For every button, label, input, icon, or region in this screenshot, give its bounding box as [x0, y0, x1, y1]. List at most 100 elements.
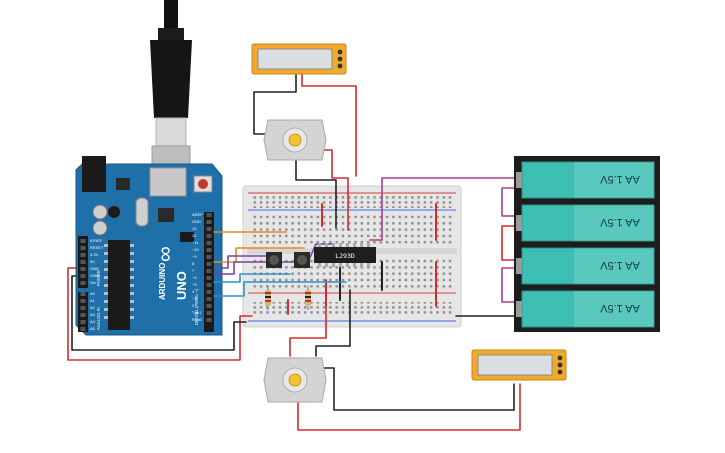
push-button-2[interactable]: [294, 252, 310, 268]
resistor-1[interactable]: [265, 286, 271, 310]
wire-magenta-battery-top[interactable]: [369, 177, 521, 241]
multimeter-bottom[interactable]: [471, 349, 567, 381]
wire-black-meter-top[interactable]: [253, 71, 297, 135]
resistor-2[interactable]: [305, 286, 311, 310]
battery-4-label: AA 1.5V: [599, 302, 639, 314]
digital-pin[interactable]: [206, 276, 212, 280]
digital-pin-label: ~5: [192, 282, 197, 287]
power-rail-bottom: [250, 302, 454, 315]
digital-pin[interactable]: [206, 220, 212, 224]
battery-3-label: AA 1.5V: [599, 259, 639, 271]
power-pin[interactable]: [80, 313, 86, 317]
digital-pin-label: 2: [192, 303, 195, 308]
power-jack: [82, 156, 106, 192]
arduino-uno-board[interactable]: ∞ ARDUINO UNO DIGITAL (PWM= ~) POWER ANA…: [75, 156, 223, 336]
digital-pin[interactable]: [206, 262, 212, 266]
power-pin[interactable]: [80, 299, 86, 303]
digital-pin[interactable]: [206, 213, 212, 217]
l293d-chip[interactable]: L293D: [314, 243, 376, 267]
digital-header-label: DIGITAL (PWM= ~): [194, 288, 199, 325]
digital-pin-label: 4: [192, 289, 195, 294]
push-button-1[interactable]: [266, 252, 282, 268]
power-pin[interactable]: [80, 292, 86, 296]
power-pin-label: 3.3V: [90, 252, 99, 257]
power-pin[interactable]: [80, 320, 86, 324]
digital-pin[interactable]: [206, 283, 212, 287]
motor-shaft-icon: [288, 133, 302, 147]
digital-pin[interactable]: [206, 290, 212, 294]
wire-battery-series-2[interactable]: [501, 225, 521, 261]
digital-pin-label: GND: [192, 219, 201, 224]
digital-pin[interactable]: [206, 241, 212, 245]
power-pin[interactable]: [80, 253, 86, 257]
digital-pin[interactable]: [206, 269, 212, 273]
wire-blue-2[interactable]: [213, 281, 347, 297]
power-pin[interactable]: [80, 281, 86, 285]
battery-4[interactable]: AA 1.5V: [516, 290, 655, 328]
digital-pin[interactable]: [206, 311, 212, 315]
digital-pin-label: 7: [192, 268, 195, 273]
power-pin[interactable]: [80, 239, 86, 243]
digital-pin[interactable]: [206, 255, 212, 259]
battery-3[interactable]: AA 1.5V: [516, 247, 655, 285]
wire-black-motor-top[interactable]: [295, 159, 337, 229]
digital-pin-label: 12: [192, 233, 197, 238]
digital-pin-label: 13: [192, 226, 197, 231]
wire-red-meter-top[interactable]: [301, 71, 357, 177]
power-pin[interactable]: [80, 327, 86, 331]
wire-red-motor-top[interactable]: [321, 149, 349, 231]
atmega-chip: [108, 240, 130, 330]
digital-pin-label: ~6: [192, 275, 197, 280]
battery-2-label: AA 1.5V: [599, 216, 639, 228]
power-pin[interactable]: [80, 274, 86, 278]
digital-pin[interactable]: [206, 234, 212, 238]
arduino-logo: ∞: [152, 246, 177, 262]
digital-pin-label: AREF: [192, 212, 203, 217]
digital-pin[interactable]: [206, 297, 212, 301]
wire-black-gnd[interactable]: [71, 275, 247, 351]
power-pin[interactable]: [80, 246, 86, 250]
power-pin-label: 5V: [90, 259, 95, 264]
arduino-brand-label: ARDUINO: [158, 263, 167, 300]
power-header-label: POWER: [96, 270, 101, 286]
power-pin[interactable]: [80, 267, 86, 271]
wire-purple-1[interactable]: [213, 255, 273, 269]
power-pin-label: Vin: [90, 280, 96, 285]
power-pin-label: GND: [90, 266, 99, 271]
power-pin-label: A3: [90, 312, 96, 317]
wire-red-5v[interactable]: [67, 267, 253, 361]
battery-2[interactable]: AA 1.5V: [516, 204, 655, 242]
digital-pin-label: TX▸1: [192, 310, 202, 315]
multimeter-top[interactable]: [251, 43, 347, 75]
power-pin-label: IOREF: [90, 238, 103, 243]
digital-pin-label: ~11: [192, 240, 199, 245]
battery-1-label: AA 1.5V: [599, 173, 639, 185]
wire-black-motor-bottom[interactable]: [315, 289, 351, 357]
wire-red-meter-bottom[interactable]: [297, 383, 521, 431]
digital-pin-label: 8: [192, 261, 195, 266]
digital-pin[interactable]: [206, 304, 212, 308]
wire-orange-2[interactable]: [213, 247, 305, 263]
power-pin[interactable]: [80, 306, 86, 310]
power-pin-label: A2: [90, 305, 96, 310]
battery-1[interactable]: AA 1.5V: [516, 161, 655, 199]
wire-black-meter-bottom[interactable]: [323, 367, 515, 411]
digital-pin-label: ~10: [192, 247, 200, 252]
arduino-model-label: UNO: [174, 271, 189, 300]
digital-pin[interactable]: [206, 248, 212, 252]
digital-pin[interactable]: [206, 318, 212, 322]
wire-red-motor-bottom[interactable]: [289, 305, 327, 357]
power-pin[interactable]: [80, 260, 86, 264]
digital-pin-label: ~3: [192, 296, 197, 301]
wire-blue-1[interactable]: [213, 273, 291, 283]
motor-shaft-icon: [288, 373, 302, 387]
wire-battery-series-1[interactable]: [501, 187, 521, 217]
power-pin-label: A4: [90, 319, 96, 324]
analog-header: [78, 292, 88, 332]
dc-motor-bottom[interactable]: [263, 357, 327, 403]
wire-battery-series-3[interactable]: [501, 267, 521, 303]
digital-pin[interactable]: [206, 227, 212, 231]
dc-motor-top[interactable]: [263, 119, 327, 161]
battery-pack[interactable]: AA 1.5V AA 1.5V AA 1.5V AA 1.5V: [514, 156, 660, 332]
